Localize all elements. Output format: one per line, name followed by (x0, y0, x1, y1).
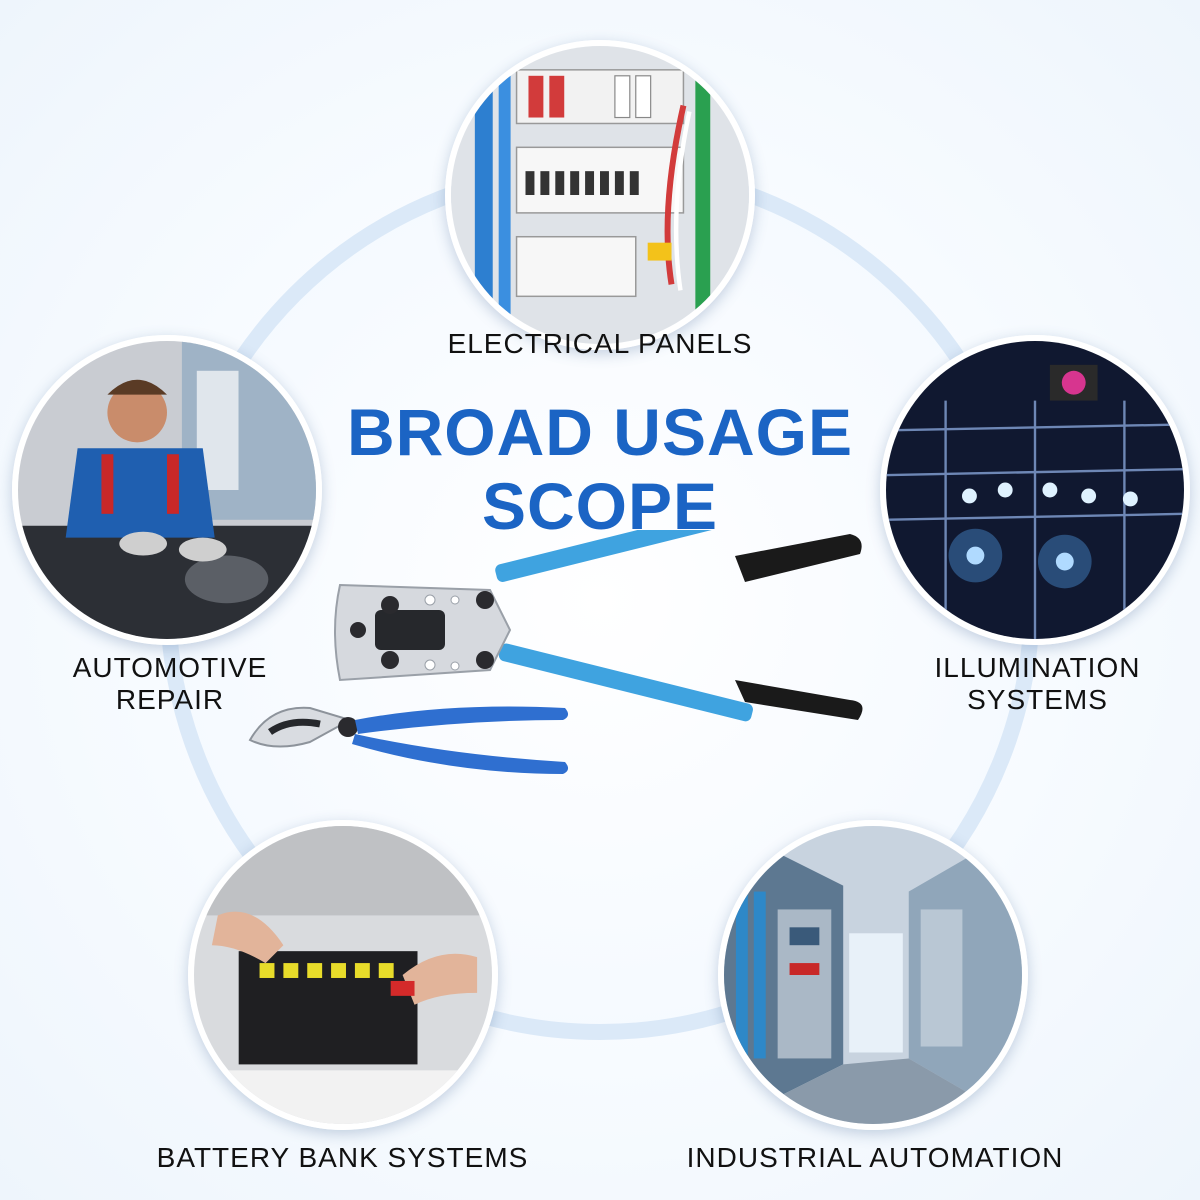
headline-line1: BROAD USAGE (346, 395, 854, 469)
automotive-repair-photo (12, 335, 322, 645)
illumination-systems-photo (880, 335, 1190, 645)
label-illumination-line1: ILLUMINATION (934, 652, 1141, 683)
headline: BROAD USAGE SCOPE (300, 395, 900, 543)
label-illumination-systems: ILLUMINATION SYSTEMS (905, 652, 1170, 716)
label-battery-bank-systems: BATTERY BANK SYSTEMS (156, 1142, 529, 1173)
label-automotive-line2: REPAIR (115, 684, 225, 715)
tools-illustration (230, 504, 880, 810)
electrical-panels-photo (445, 40, 755, 350)
label-industrial-automation: INDUSTRIAL AUTOMATION (686, 1142, 1064, 1173)
label-electrical-panels: ELECTRICAL PANELS (447, 328, 753, 359)
label-automotive-line1: AUTOMOTIVE (72, 652, 268, 683)
battery-bank-photo (188, 820, 498, 1130)
label-illumination-line2: SYSTEMS (967, 684, 1108, 715)
industrial-automation-photo (718, 820, 1028, 1130)
cable-cutter-icon (248, 706, 569, 774)
label-automotive-repair: AUTOMOTIVE REPAIR (45, 652, 295, 716)
crimping-tool-icon (334, 504, 863, 722)
